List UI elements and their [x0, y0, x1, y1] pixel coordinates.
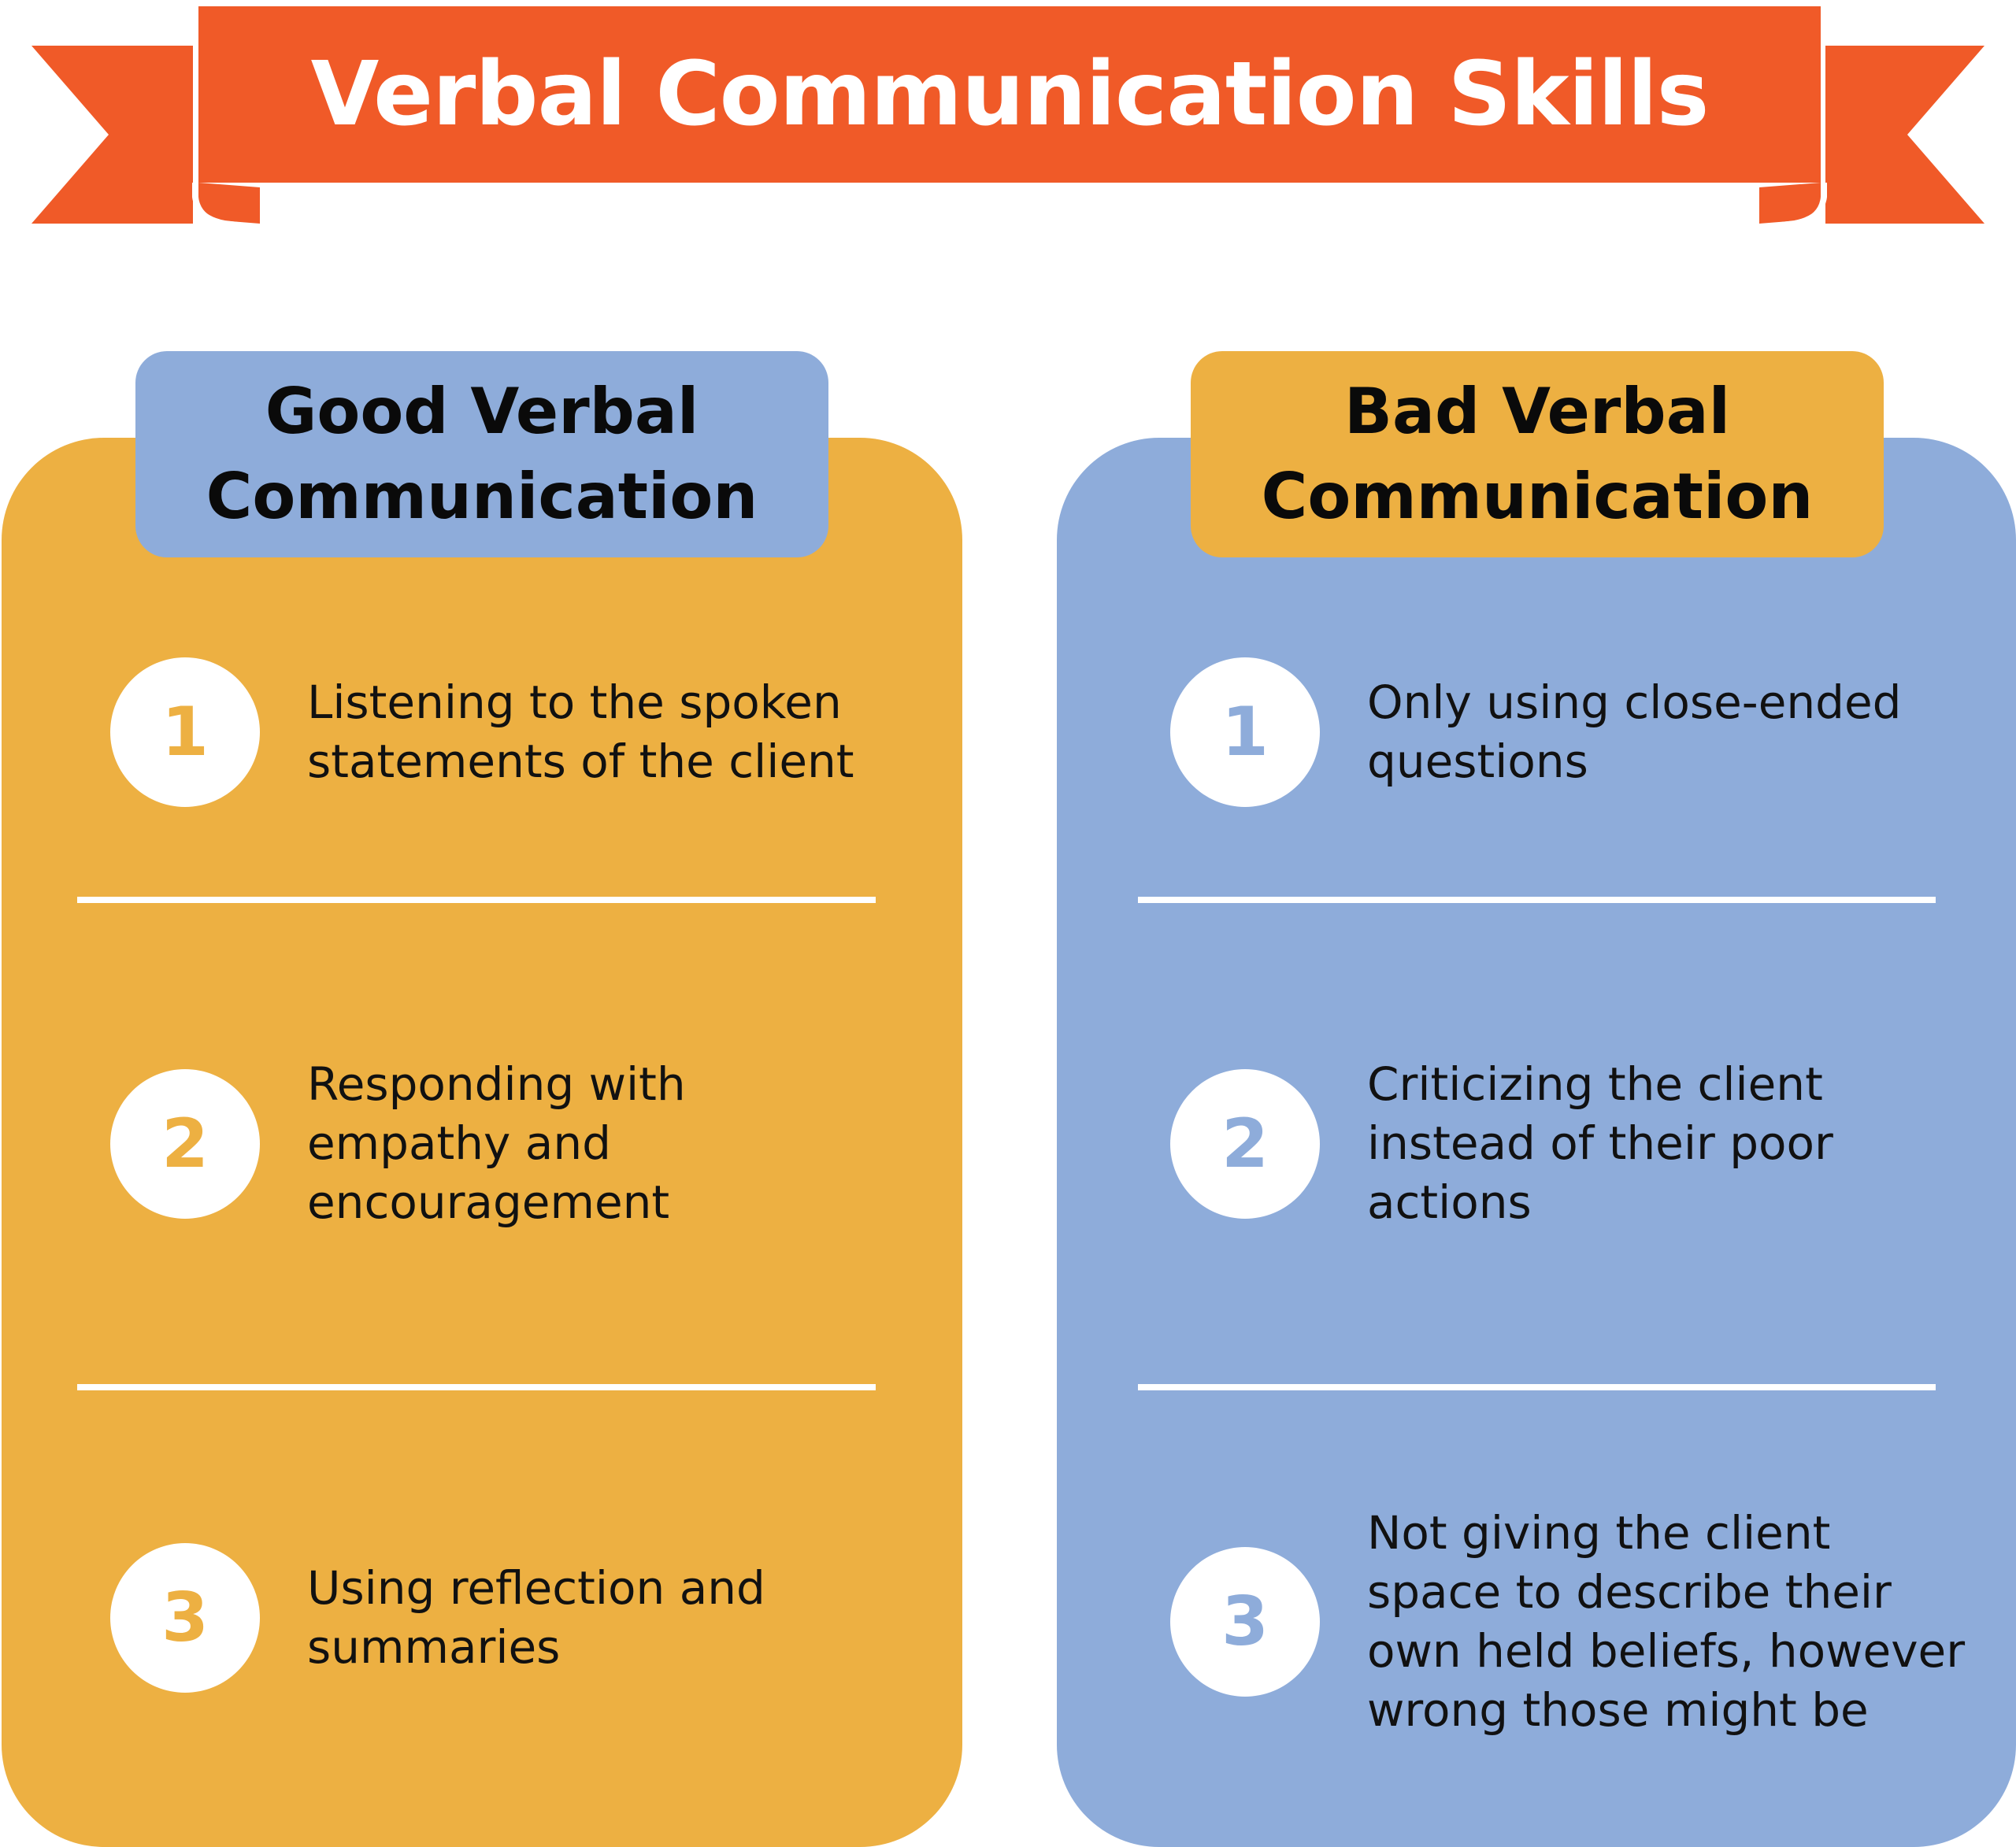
divider	[1138, 897, 1936, 903]
item-text: Criticizing the client instead of their …	[1367, 1057, 1833, 1229]
bad-item-3: 3 Not giving the client space to describ…	[1170, 1504, 1965, 1740]
ribbon-right-tail	[1825, 46, 1984, 224]
good-communication-heading: Good Verbal Communication	[135, 351, 828, 557]
title-ribbon	[32, 6, 1984, 228]
ribbon-main	[198, 6, 1821, 183]
ribbon-left-fold	[198, 183, 260, 224]
bad-communication-heading: Bad Verbal Communication	[1191, 351, 1884, 557]
heading-line-1: Good Verbal	[265, 375, 699, 448]
heading-line-2: Communication	[1261, 460, 1814, 533]
number-badge: 2	[1170, 1068, 1320, 1219]
heading-line-1: Bad Verbal	[1344, 375, 1730, 448]
good-item-1: 1 Listening to the spoken statements of …	[110, 657, 854, 807]
bad-item-2: 2 Criticizing the client instead of thei…	[1170, 1055, 1833, 1232]
good-item-2: 2 Responding with empathy and encouragem…	[110, 1055, 686, 1232]
item-text: Listening to the spoken statements of th…	[307, 676, 854, 788]
ribbon-left-tail	[32, 46, 193, 224]
good-item-3: 3 Using reflection and summaries	[110, 1543, 765, 1693]
number-badge: 3	[110, 1543, 260, 1693]
number-badge: 1	[1170, 657, 1320, 807]
divider	[1138, 1384, 1936, 1390]
divider	[77, 1384, 876, 1390]
page-title: Verbal Communication Skills	[310, 43, 1710, 146]
heading-line-2: Communication	[206, 460, 758, 533]
divider	[77, 897, 876, 903]
number-badge: 3	[1170, 1547, 1320, 1697]
number-badge: 2	[110, 1068, 260, 1219]
item-text: Not giving the client space to describe …	[1367, 1506, 1966, 1737]
ribbon-right-fold	[1759, 183, 1821, 224]
number-badge: 1	[110, 657, 260, 807]
item-text: Using reflection and summaries	[307, 1561, 765, 1674]
item-text: Responding with empathy and encouragemen…	[307, 1057, 686, 1229]
item-text: Only using close-ended questions	[1367, 676, 1902, 788]
bad-item-1: 1 Only using close-ended questions	[1170, 657, 1901, 807]
